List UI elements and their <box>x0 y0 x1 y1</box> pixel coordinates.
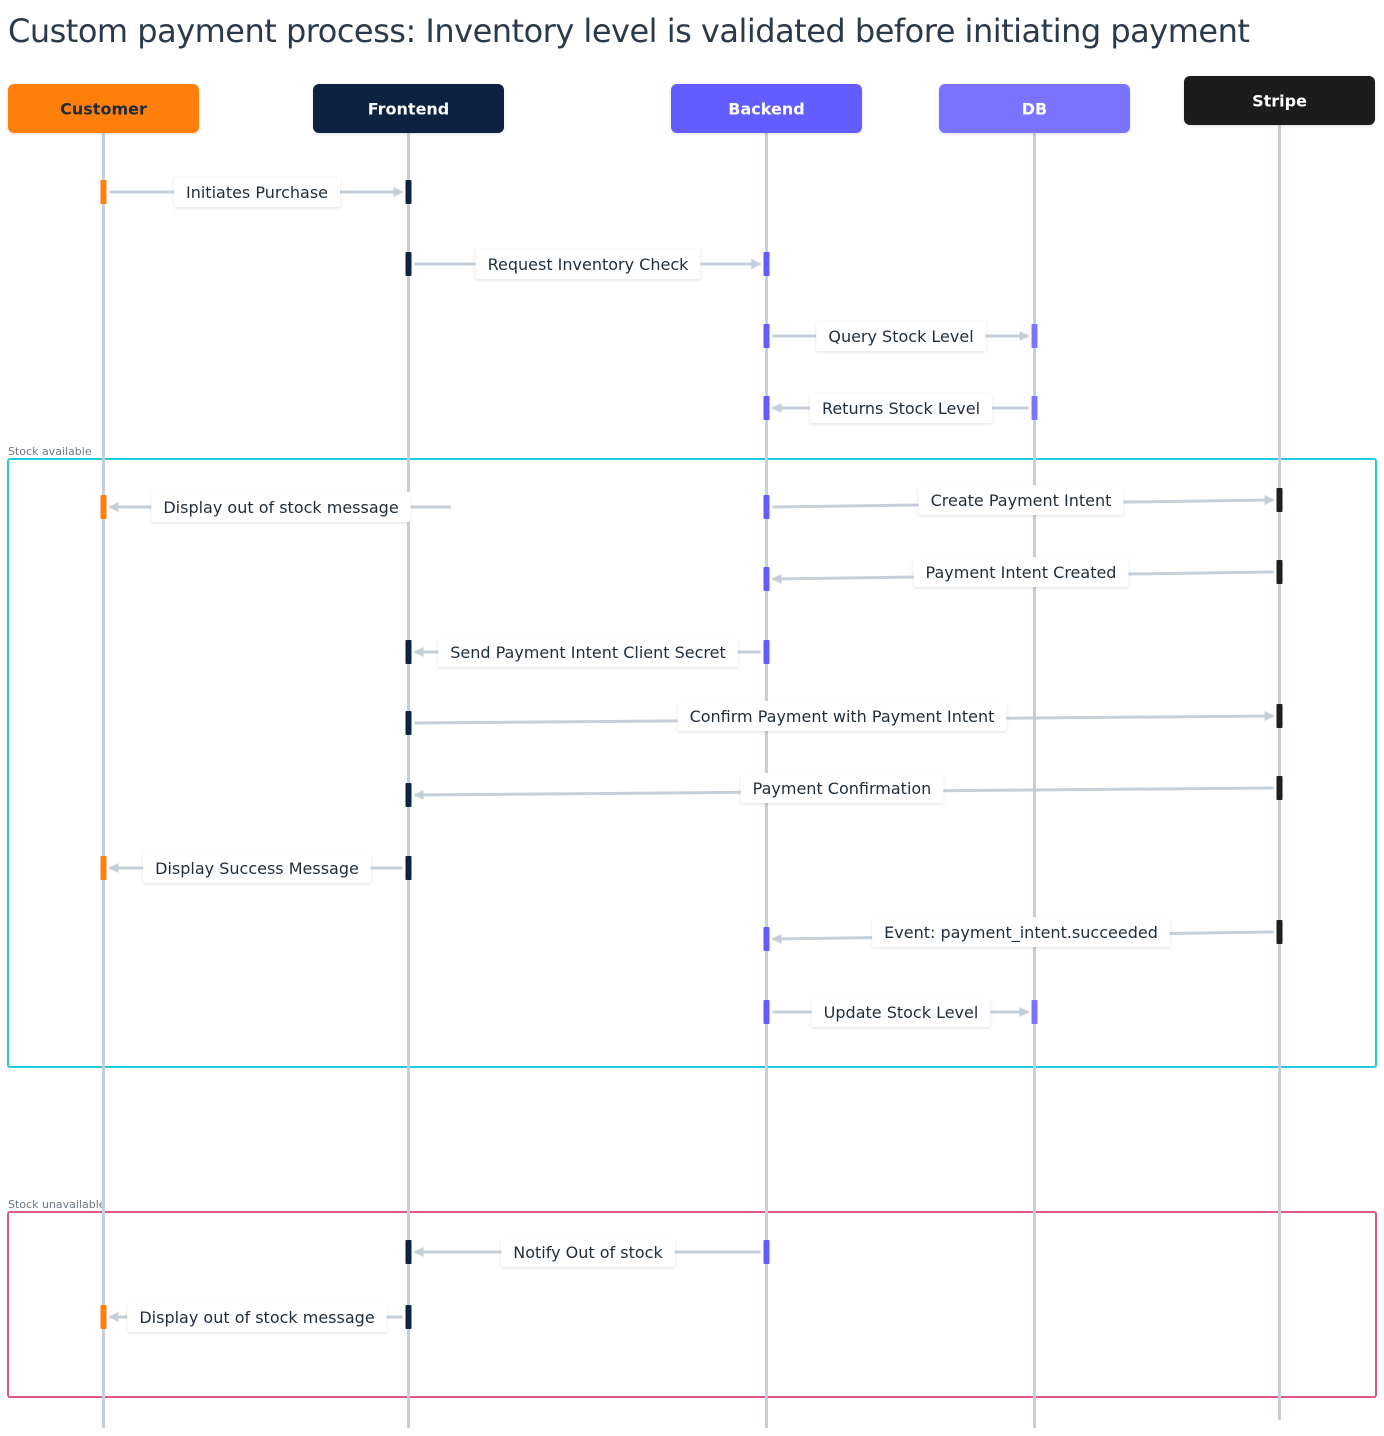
message-label: Payment Intent Created <box>926 563 1117 582</box>
actor-box <box>671 84 862 133</box>
actor-stripe[interactable]: Stripe <box>1184 76 1375 125</box>
activation-bar <box>405 1240 412 1264</box>
message-label-bg <box>475 249 701 279</box>
activation-bar <box>763 927 770 951</box>
page-title: Custom payment process: Inventory level … <box>8 12 1250 50</box>
activation-bar <box>763 396 770 420</box>
fragment-frame <box>7 458 1377 1068</box>
message-label: Payment Confirmation <box>753 779 932 798</box>
activation-bar <box>405 711 412 735</box>
actor-frontend[interactable]: Frontend <box>313 84 504 133</box>
actor-customer[interactable]: Customer <box>8 84 199 133</box>
actor-box <box>313 84 504 133</box>
activation-bar <box>763 567 770 591</box>
message-label-bg <box>151 492 411 522</box>
message-label-bg <box>127 1302 387 1332</box>
activation-bar <box>763 1240 770 1264</box>
activation-bar <box>100 180 107 204</box>
activation-bar <box>100 856 107 880</box>
activation-bar <box>405 640 412 664</box>
activation-bar <box>763 495 770 519</box>
actor-label: Backend <box>728 100 804 119</box>
message-label: Send Payment Intent Client Secret <box>450 643 726 662</box>
message-label: Create Payment Intent <box>931 491 1112 510</box>
actor-box <box>939 84 1130 133</box>
message-label: Returns Stock Level <box>822 399 980 418</box>
fragment-frame <box>7 1211 1377 1398</box>
activation-bar <box>1276 488 1283 512</box>
activation-bar <box>1276 920 1283 944</box>
actor-db[interactable]: DB <box>939 84 1130 133</box>
message-label-bg <box>438 637 738 667</box>
message-label: Update Stock Level <box>824 1003 979 1022</box>
message-label-bg <box>740 773 944 803</box>
actor-backend[interactable]: Backend <box>671 84 862 133</box>
message-label: Display out of stock message <box>139 1308 374 1327</box>
message-label: Event: payment_intent.succeeded <box>884 923 1158 943</box>
fragment-label: Stock unavailable <box>8 1198 106 1211</box>
message-label: Initiates Purchase <box>186 183 328 202</box>
activation-bar <box>1276 560 1283 584</box>
actor-box <box>8 84 199 133</box>
activation-bar <box>763 640 770 664</box>
activation-bar <box>405 252 412 276</box>
actor-box <box>1184 76 1375 125</box>
activation-bar <box>405 856 412 880</box>
actor-label: DB <box>1022 100 1047 119</box>
activation-bar <box>763 324 770 348</box>
actor-label: Frontend <box>368 100 450 119</box>
activation-bar <box>100 1305 107 1329</box>
activation-bar <box>1031 1000 1038 1024</box>
activation-bar <box>763 252 770 276</box>
activation-bar <box>1031 396 1038 420</box>
message-label: Display out of stock message <box>163 498 398 517</box>
message-label-bg <box>872 917 1170 947</box>
message-label: Confirm Payment with Payment Intent <box>690 707 995 726</box>
message-label-bg <box>143 853 371 883</box>
message-label-bg <box>811 997 991 1027</box>
activation-bar <box>763 1000 770 1024</box>
message-label: Display Success Message <box>155 859 359 878</box>
activation-bar <box>405 180 412 204</box>
message-label: Notify Out of stock <box>513 1243 663 1262</box>
actor-label: Stripe <box>1252 92 1307 111</box>
message-label-bg <box>501 1237 675 1267</box>
message-label-bg <box>809 393 993 423</box>
message-label-bg <box>913 557 1129 587</box>
actor-label: Customer <box>60 100 147 119</box>
activation-bar <box>1276 704 1283 728</box>
activation-bar <box>405 1305 412 1329</box>
message-label-bg <box>173 177 341 207</box>
activation-bar <box>1031 324 1038 348</box>
message-label: Request Inventory Check <box>488 255 690 274</box>
message-label-bg <box>816 321 986 351</box>
activation-bar <box>100 495 107 519</box>
message-label-bg <box>918 485 1124 515</box>
fragment-label: Stock available <box>8 445 92 458</box>
activation-bar <box>1276 776 1283 800</box>
activation-bar <box>405 783 412 807</box>
message-label: Query Stock Level <box>828 327 973 346</box>
message-label-bg <box>677 701 1007 731</box>
